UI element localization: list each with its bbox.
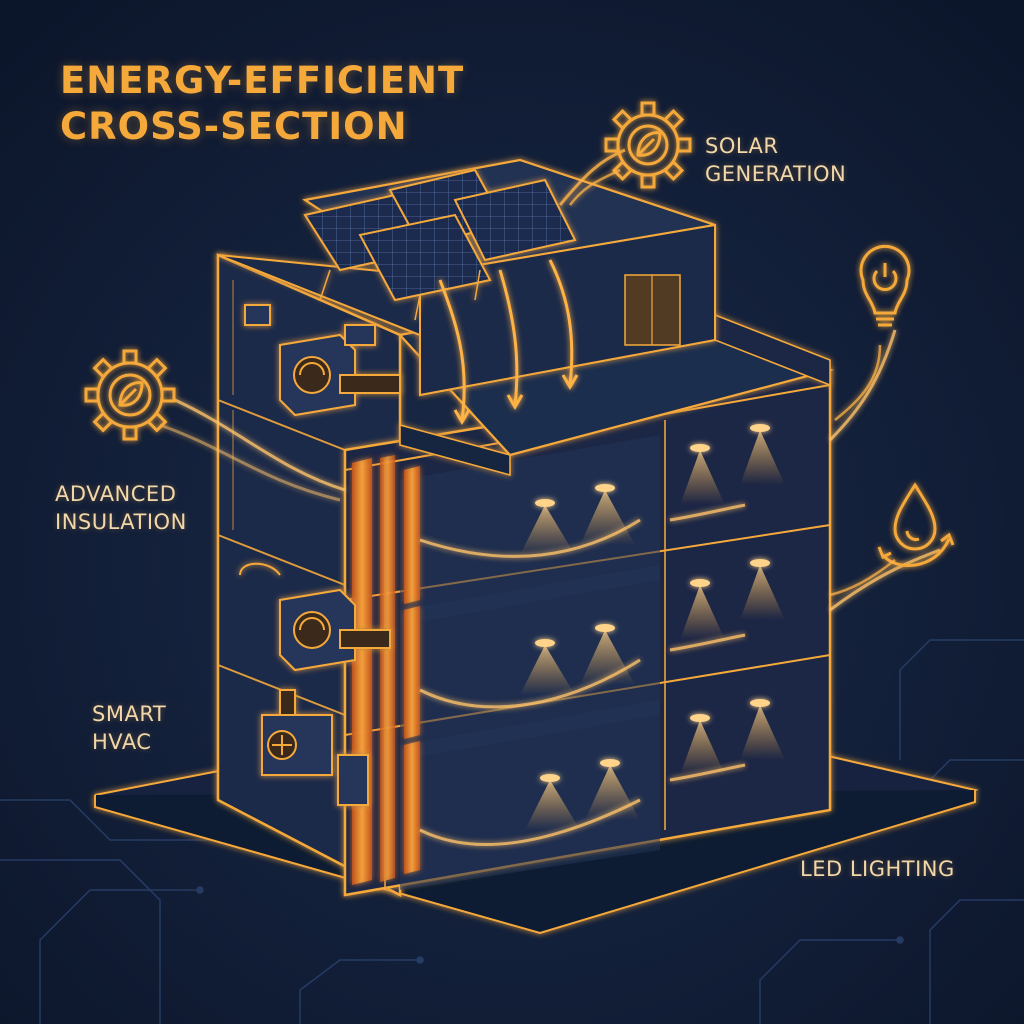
label-smart-hvac: SMART HVAC (92, 700, 166, 756)
icon-connectors (569, 168, 896, 597)
solar-panels (303, 168, 577, 321)
diagram-title: ENERGY-EFFICIENT CROSS-SECTION (60, 58, 464, 150)
label-hvac-line-1: SMART (92, 702, 167, 726)
label-hvac-line-2: HVAC (92, 730, 152, 754)
title-line-2: CROSS-SECTION (60, 105, 408, 148)
hvac-units (239, 304, 401, 806)
label-advanced-insulation: ADVANCED INSULATION (55, 480, 187, 536)
label-insulation-line-1: ADVANCED (55, 482, 177, 506)
gear-leaf-icon (84, 349, 176, 441)
circuit-traces (0, 639, 1024, 1024)
gear-leaf-icon (604, 101, 692, 189)
label-insulation-line-2: INSULATION (55, 510, 187, 534)
insulation-layers (352, 455, 420, 885)
led-lights (520, 424, 785, 830)
label-solar-line-1: SOLAR (705, 134, 779, 158)
title-line-1: ENERGY-EFFICIENT (60, 59, 465, 102)
water-drop-recycle-icon (877, 482, 955, 567)
airflow-streams (159, 329, 941, 846)
lightbulb-power-icon (859, 244, 911, 327)
label-solar-generation: SOLAR GENERATION (705, 132, 846, 188)
label-led-lighting: LED LIGHTING (800, 857, 955, 881)
label-solar-line-2: GENERATION (705, 162, 847, 186)
